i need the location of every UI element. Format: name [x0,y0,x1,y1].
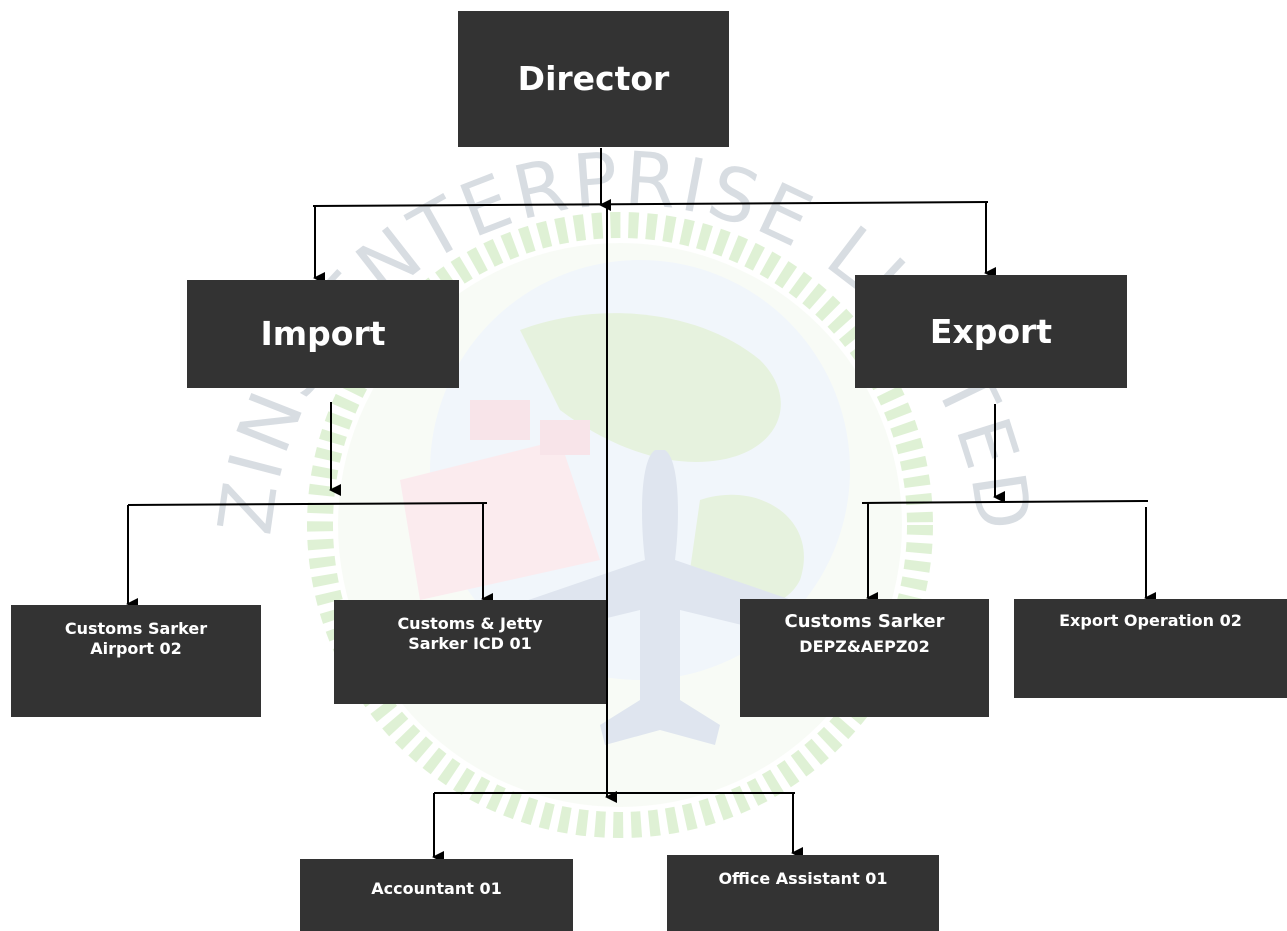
node-director: Director [458,11,729,147]
accountant-line1: Accountant 01 [371,879,502,898]
node-customs-depz: Customs Sarker DEPZ&AEPZ02 [740,599,989,717]
director-label: Director [517,59,670,99]
customs-depz-line1: Customs Sarker [784,611,945,632]
office-assistant-line1: Office Assistant 01 [718,869,888,888]
globe [430,260,850,680]
customs-jetty-line2: Sarker ICD 01 [408,634,532,653]
customs-depz-line2: DEPZ&AEPZ02 [799,636,930,656]
node-office-assistant: Office Assistant 01 [667,855,939,931]
node-import: Import [187,280,459,388]
connector-top-horizontal [312,201,989,207]
node-customs-jetty: Customs & Jetty Sarker ICD 01 [334,600,606,704]
airplane [470,450,850,745]
node-export: Export [855,275,1127,388]
export-operation-line1: Export Operation 02 [1059,611,1242,630]
export-label: Export [929,311,1053,351]
import-label: Import [260,314,386,354]
ship [400,440,600,600]
node-export-operation: Export Operation 02 [1014,599,1287,698]
customs-jetty-line1: Customs & Jetty [397,614,543,633]
seal-ring [307,212,933,838]
node-customs-airport: Customs Sarker Airport 02 [11,605,261,717]
connector-export-horizontal [861,500,1149,504]
customs-airport-line2: Airport 02 [90,639,182,658]
customs-airport-line1: Customs Sarker [64,619,208,638]
globe-land [520,313,781,462]
connector-import-horizontal [127,502,488,506]
node-accountant: Accountant 01 [300,859,573,931]
